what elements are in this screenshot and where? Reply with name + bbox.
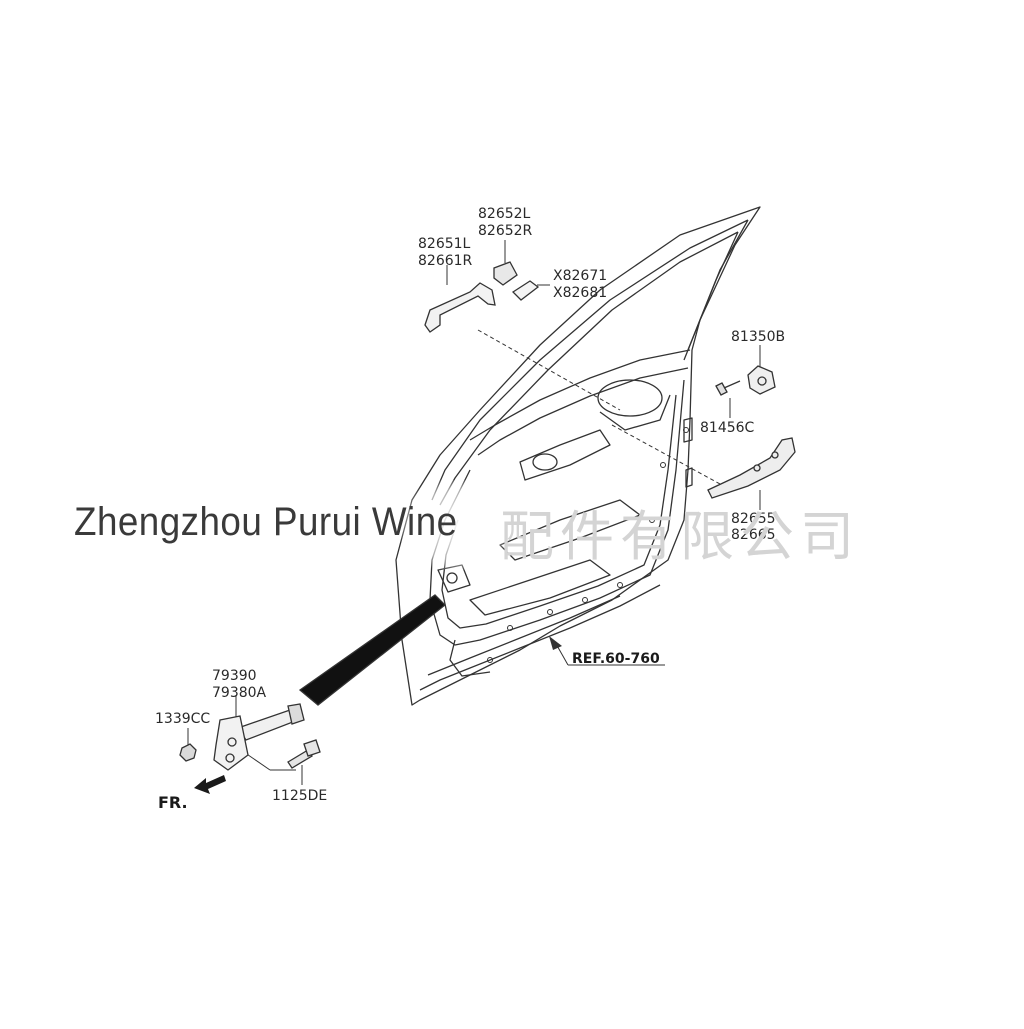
label-bracket-1: 82655 bbox=[731, 511, 776, 527]
label-checker-2: 79380A bbox=[212, 685, 267, 701]
ref-arrow-head-icon bbox=[549, 636, 562, 650]
gasket bbox=[511, 280, 540, 301]
label-front: FR. bbox=[158, 793, 188, 812]
label-bracket-2: 82665 bbox=[731, 527, 776, 543]
label-screw: 81456C bbox=[700, 420, 755, 436]
striker bbox=[747, 365, 776, 395]
bolt bbox=[287, 739, 321, 769]
watermark-cjk: 配件有限公司 bbox=[500, 505, 860, 568]
label-bolt: 1125DE bbox=[272, 788, 327, 804]
screw bbox=[715, 380, 741, 396]
label-gasket-1: X82671 bbox=[553, 268, 607, 284]
watermark-smudge bbox=[400, 480, 510, 570]
front-arrow-icon bbox=[194, 775, 226, 794]
label-striker: 81350B bbox=[731, 329, 785, 345]
label-handle-cap-2: 82652R bbox=[478, 223, 533, 239]
nut bbox=[179, 743, 197, 762]
label-ref: REF.60-760 bbox=[572, 651, 660, 667]
label-gasket-2: X82681 bbox=[553, 285, 607, 301]
watermark-latin: Zhengzhou Purui Wine bbox=[74, 500, 458, 544]
door-panel bbox=[395, 206, 761, 706]
label-checker-1: 79390 bbox=[212, 668, 257, 684]
handle-bracket bbox=[707, 437, 796, 499]
outside-handle bbox=[424, 282, 496, 333]
label-handle-cap-1: 82652L bbox=[478, 206, 531, 222]
label-nut: 1339CC bbox=[155, 711, 210, 727]
handle-cap bbox=[493, 261, 518, 286]
label-handle-outer-2: 82661R bbox=[418, 253, 473, 269]
label-handle-outer-1: 82651L bbox=[418, 236, 471, 252]
door-checker bbox=[213, 594, 446, 771]
